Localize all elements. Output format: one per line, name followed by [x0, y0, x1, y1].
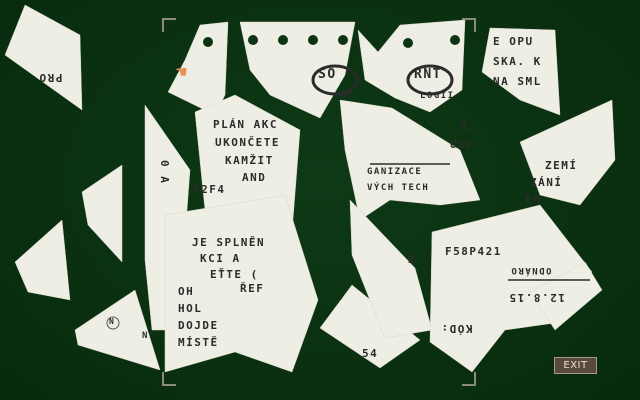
text-fragment: 54 [362, 347, 379, 360]
text-fragment: 02F4 [193, 183, 226, 196]
text-fragment: GANIZACE [367, 167, 423, 177]
logo-text: RNT [414, 67, 442, 82]
text-fragment: EŤTE ( [210, 268, 259, 281]
text-fragment: UKONČETE [215, 136, 280, 149]
paper-piece[interactable] [339, 99, 481, 221]
text-fragment: KÓD: [440, 322, 473, 335]
date-text: 12.8.15 [508, 291, 565, 304]
text-fragment: MÍSTĚ [178, 336, 219, 349]
paper-piece[interactable] [349, 199, 433, 339]
paper-piece[interactable] [319, 284, 421, 369]
logo-subtext: LOGII [420, 91, 455, 101]
frame-corner [462, 18, 476, 32]
text-fragment: R. [460, 120, 477, 133]
paper-piece[interactable] [429, 204, 593, 373]
paper-piece[interactable] [519, 99, 616, 206]
code-text: F58P421 [445, 245, 502, 258]
hand-cursor-icon: ☚ [176, 62, 187, 83]
text-fragment: ZÁNÍ [530, 176, 563, 189]
text-fragment: ŘEF [240, 282, 265, 295]
text-fragment: ÉM [525, 193, 542, 206]
text-fragment: NA SML [493, 75, 542, 88]
paper-piece[interactable] [74, 289, 161, 371]
paper-piece[interactable] [239, 21, 356, 119]
text-fragment: ODNÁRO [510, 265, 552, 275]
text-fragment: . [338, 289, 347, 302]
paper-piece[interactable] [357, 19, 466, 113]
text-fragment: VÝCH TECH [367, 183, 430, 193]
text-fragment: R [408, 253, 417, 266]
logo-text: SO [318, 67, 337, 82]
text-fragment: UVE [450, 138, 475, 151]
text-fragment: KCI A [200, 252, 241, 265]
text-fragment: OH [178, 285, 195, 298]
company-logo [311, 64, 454, 96]
text-fragment: 0 A [158, 160, 171, 185]
text-fragment: HOL [178, 302, 203, 315]
frame-corner [162, 18, 176, 32]
logo-subtext: NO [340, 91, 354, 101]
exit-button[interactable]: EXIT [554, 357, 597, 374]
frame-corner [162, 372, 176, 386]
paper-piece[interactable] [529, 261, 603, 331]
text-fragment: ZEMÍ [545, 159, 578, 172]
text-fragment: N [109, 317, 114, 326]
binder-holes [203, 35, 460, 48]
text-fragment: DOJDE [178, 319, 219, 332]
paper-piece[interactable] [14, 219, 71, 301]
text-fragment: SKA. K [493, 55, 542, 68]
text-fragment: AND [242, 171, 267, 184]
text-fragment: PLÁN AKC [213, 118, 278, 131]
text-fragment: N° [142, 331, 156, 341]
paper-piece[interactable] [164, 194, 319, 373]
paper-piece[interactable] [481, 27, 561, 116]
paper-piece[interactable] [81, 164, 123, 263]
circle-mark [106, 316, 120, 330]
text-fragment: KAMŽIT [225, 154, 274, 167]
text-fragment: JE SPLNĚN [192, 236, 266, 249]
frame-corner [462, 372, 476, 386]
text-fragment: PRO [38, 71, 63, 84]
text-fragment: E OPU [493, 35, 534, 48]
paper-piece[interactable] [4, 4, 83, 111]
